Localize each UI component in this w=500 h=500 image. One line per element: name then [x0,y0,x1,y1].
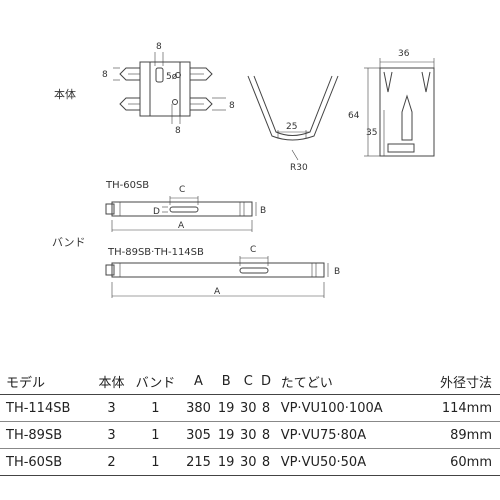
technical-drawing: 8 8 5ø 8 8 25 R30 36 64 35 C D B A C B A [102,42,435,298]
table-row: TH-114SB 3 1 380 19 30 8 VP·VU100·100A 1… [0,395,500,422]
band-th89-drawing [105,256,329,298]
cell-d: 8 [261,454,271,470]
dim-b1-b: B [260,206,266,216]
body-top-view [113,52,226,124]
dim-right-a: 8 [229,101,235,111]
dim-height-total: 64 [348,111,360,121]
header-a: A [194,373,203,389]
dim-bottom-a: 8 [175,126,181,136]
dim-b2-c: C [250,245,256,255]
dim-b2-b: B [334,267,340,277]
cell-downspout: VP·VU75·80A [280,427,367,443]
cell-model: TH-114SB [6,400,71,416]
body-side-view [247,75,339,161]
body-front-view [364,58,435,157]
cell-band: 1 [151,454,160,470]
dim-hole: 5ø [166,72,178,82]
dim-radius: R30 [290,163,308,173]
band-th60-drawing [105,196,257,232]
header-body: 本体 [98,375,125,391]
th60-label: TH-60SB [106,180,150,191]
cell-c: 30 [239,400,257,416]
header-model: モデル [6,375,46,391]
th89-label: TH-89SB·TH-114SB [108,247,204,258]
cell-b: 19 [217,454,235,470]
dim-width-w: 36 [398,49,410,59]
cell-model: TH-89SB [6,427,63,443]
dim-b1-d: D [153,207,160,217]
cell-a: 215 [186,454,211,470]
band-label: バンド [52,236,86,249]
body-label: 本体 [54,88,76,101]
cell-d: 8 [261,427,271,443]
cell-a: 380 [186,400,211,416]
cell-a: 305 [186,427,211,443]
header-downspout: たてどい [280,375,333,391]
table-header-row: モデル 本体 バンド A B C D たてどい 外径寸法 [0,368,500,395]
dim-top-a: 8 [156,42,162,52]
table-row: TH-89SB 3 1 305 19 30 8 VP·VU75·80A 89mm [0,422,500,449]
cell-outer-diameter: 89mm [450,427,492,443]
cell-body: 3 [107,400,116,416]
table-row: TH-60SB 2 1 215 19 30 8 VP·VU50·50A 60mm [0,449,500,476]
header-b: B [221,373,231,389]
dim-b1-c: C [179,185,185,195]
cell-c: 30 [239,427,257,443]
cell-band: 1 [151,427,160,443]
dim-height-slot: 35 [366,128,377,138]
cell-body: 3 [107,427,116,443]
cell-b: 19 [217,427,235,443]
cell-c: 30 [239,454,257,470]
spec-table: モデル 本体 バンド A B C D たてどい 外径寸法 TH-114SB 3 … [0,368,500,476]
cell-outer-diameter: 60mm [450,454,492,470]
header-c: C [243,373,253,389]
cell-d: 8 [261,400,271,416]
dim-b2-a: A [214,287,221,297]
cell-model: TH-60SB [6,454,63,470]
cell-band: 1 [151,400,160,416]
dim-width-v: 25 [286,122,297,132]
cell-body: 2 [107,454,116,470]
cell-downspout: VP·VU100·100A [280,400,383,416]
cell-b: 19 [217,400,235,416]
cell-outer-diameter: 114mm [441,400,492,416]
header-d: D [261,373,272,389]
header-outer-diameter: 外径寸法 [439,375,492,391]
cell-downspout: VP·VU50·50A [280,454,367,470]
dim-b1-a: A [178,221,185,231]
dim-left-a: 8 [102,70,108,80]
header-band: バンド [135,375,176,391]
